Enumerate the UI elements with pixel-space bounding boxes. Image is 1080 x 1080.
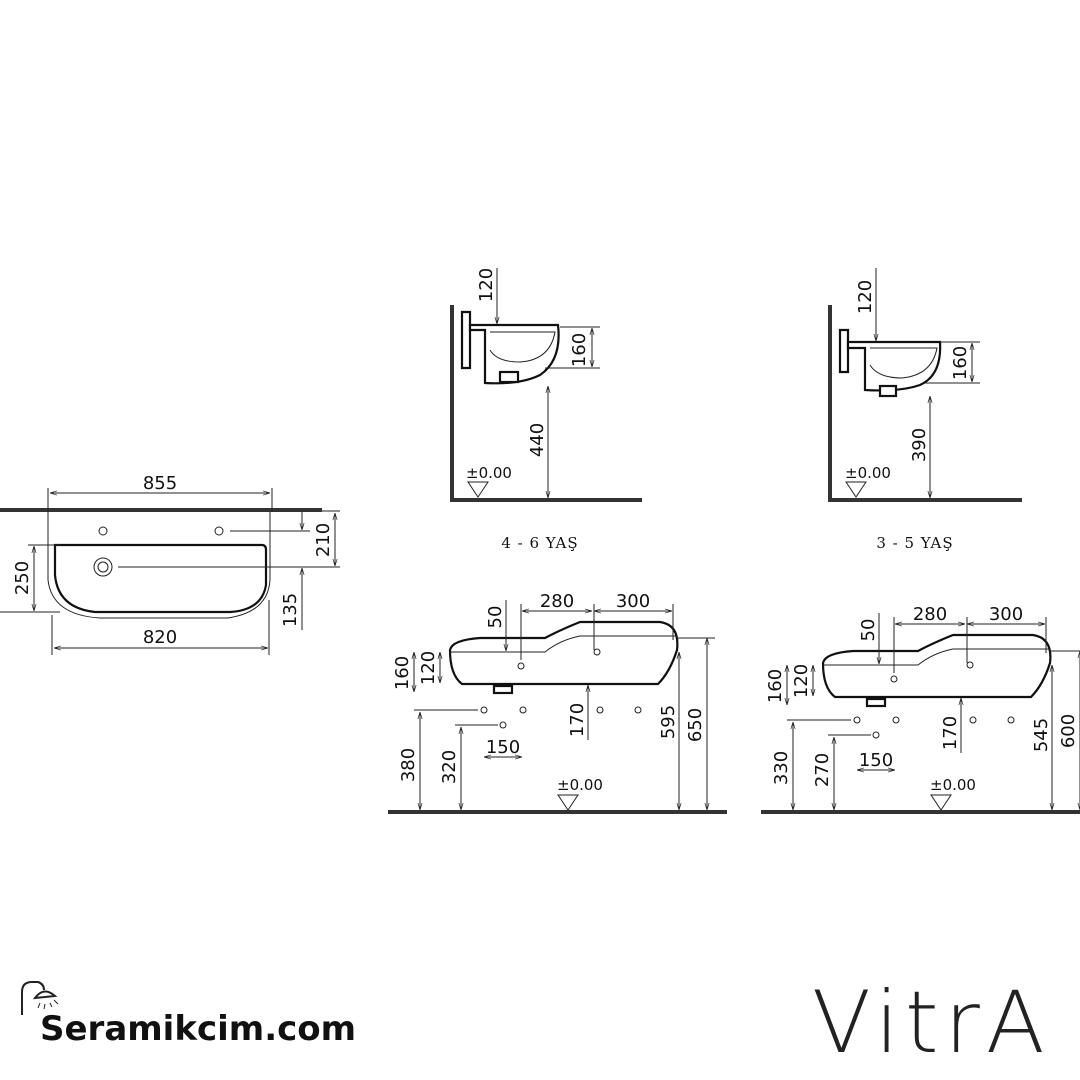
caption: 3 - 5 YAŞ xyxy=(876,534,953,552)
dim-150: 150 xyxy=(486,737,520,758)
dim-545: 545 xyxy=(1031,718,1052,752)
dim-390: 390 xyxy=(909,428,930,462)
drain-hole xyxy=(93,557,113,577)
dim-120: 120 xyxy=(476,268,497,302)
drain-inner xyxy=(97,561,109,573)
basin-front-outline xyxy=(448,620,679,686)
level-triangle xyxy=(467,481,489,498)
dim-160: 160 xyxy=(569,333,590,367)
dim-300: 300 xyxy=(616,591,650,612)
dim-160: 160 xyxy=(392,656,413,690)
dim-170: 170 xyxy=(567,703,588,737)
dim-650: 650 xyxy=(685,708,706,742)
dim-600: 600 xyxy=(1058,714,1079,748)
side-view-2: 120 160 390 ±0.00 3 - 5 YAŞ xyxy=(828,268,1022,552)
dim-250: 250 xyxy=(12,561,33,595)
dim-595: 595 xyxy=(658,705,679,739)
level-mark: ±0.00 xyxy=(845,464,891,482)
dim-440: 440 xyxy=(527,423,548,457)
dim-160: 160 xyxy=(950,346,971,380)
dim-170: 170 xyxy=(940,716,961,750)
basin-profile xyxy=(468,323,560,385)
dim-120: 120 xyxy=(855,280,876,314)
dim-280: 280 xyxy=(540,591,574,612)
site-logo-text: Seramikcim.com xyxy=(40,1009,356,1049)
bowl-outline xyxy=(53,543,268,614)
dim-300: 300 xyxy=(989,604,1023,625)
dim-150: 150 xyxy=(859,750,893,771)
level-mark: ±0.00 xyxy=(466,464,512,482)
tap-hole xyxy=(214,526,224,536)
dim-270: 270 xyxy=(812,753,833,787)
brand-logo: VitrA xyxy=(812,973,1051,1073)
dim-280: 280 xyxy=(913,604,947,625)
dim-120: 120 xyxy=(791,664,812,698)
dim-135: 135 xyxy=(280,593,301,627)
basin-outline xyxy=(47,512,271,619)
dim-380: 380 xyxy=(398,748,419,782)
dim-50: 50 xyxy=(485,606,506,629)
front-view-2: 280 300 50 160 120 170 150 330 270 545 6… xyxy=(761,604,1080,814)
front-view-1: 280 300 50 160 120 170 150 380 320 595 6… xyxy=(388,591,727,814)
shower-icon xyxy=(21,981,59,1015)
caption: 4 - 6 YAŞ xyxy=(501,534,578,552)
level-mark: ±0.00 xyxy=(557,776,603,794)
level-mark: ±0.00 xyxy=(930,776,976,794)
top-view: 855 820 210 135 250 xyxy=(0,473,340,655)
dim-820: 820 xyxy=(143,627,177,648)
dim-855: 855 xyxy=(143,473,177,494)
tap-hole xyxy=(98,526,108,536)
side-view-1: 120 160 440 ±0.00 4 - 6 YAŞ xyxy=(450,268,642,552)
dim-330: 330 xyxy=(771,751,792,785)
basin-profile xyxy=(846,340,942,392)
dim-320: 320 xyxy=(439,750,460,784)
dim-50: 50 xyxy=(858,619,879,642)
dim-120: 120 xyxy=(418,651,439,685)
dim-210: 210 xyxy=(313,523,334,557)
dim-160: 160 xyxy=(765,669,786,703)
